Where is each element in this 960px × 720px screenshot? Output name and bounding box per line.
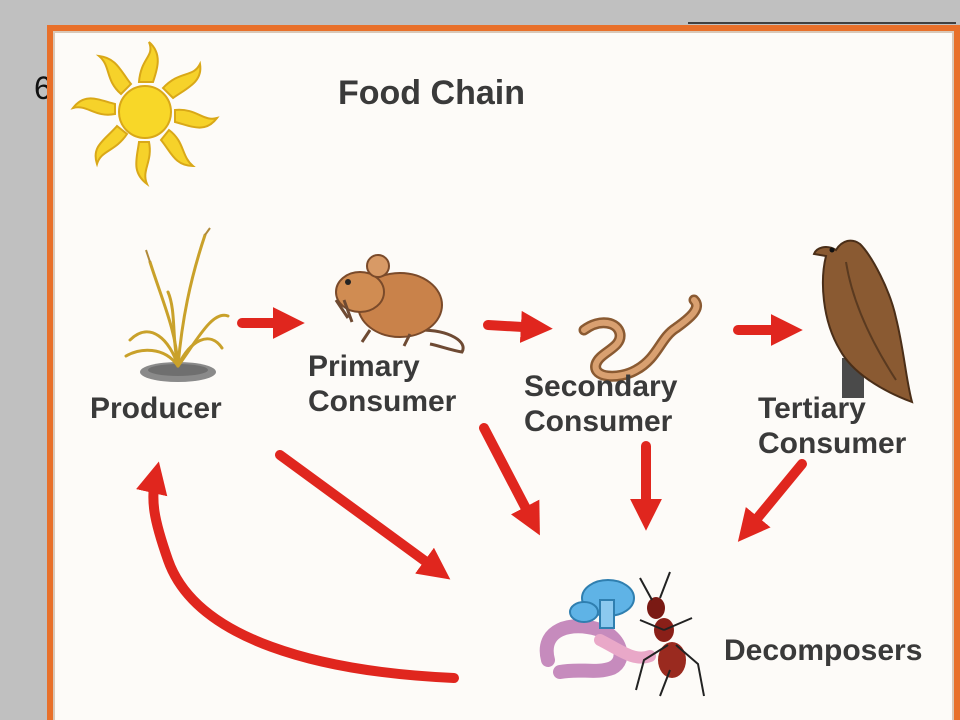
grass-icon [124, 227, 230, 382]
arrow-primary-to-secondary [483, 310, 553, 343]
mouse-icon [334, 254, 465, 354]
hawk-icon [812, 239, 914, 404]
arrow-producer-to-decomposers [275, 450, 451, 580]
food-chain-arrows [136, 306, 807, 683]
decomposers-icon [539, 571, 705, 697]
label-producer: Producer [90, 392, 222, 425]
arrow-primary-to-decomposers [479, 423, 540, 536]
label-decomposers: Decomposers [724, 634, 923, 667]
arrow-decomposers-to-producer [136, 461, 459, 683]
slide-divider-line [688, 22, 956, 24]
sun-icon [70, 41, 220, 188]
label-primary-consumer: Primary Consumer [308, 350, 457, 418]
diagram-title: Food Chain [338, 74, 525, 112]
snake-icon [578, 294, 702, 382]
label-secondary-consumer: Secondary Consumer [524, 370, 678, 438]
arrow-tertiary-to-decomposers [737, 459, 807, 542]
label-tertiary-consumer: Tertiary Consumer [758, 392, 907, 460]
